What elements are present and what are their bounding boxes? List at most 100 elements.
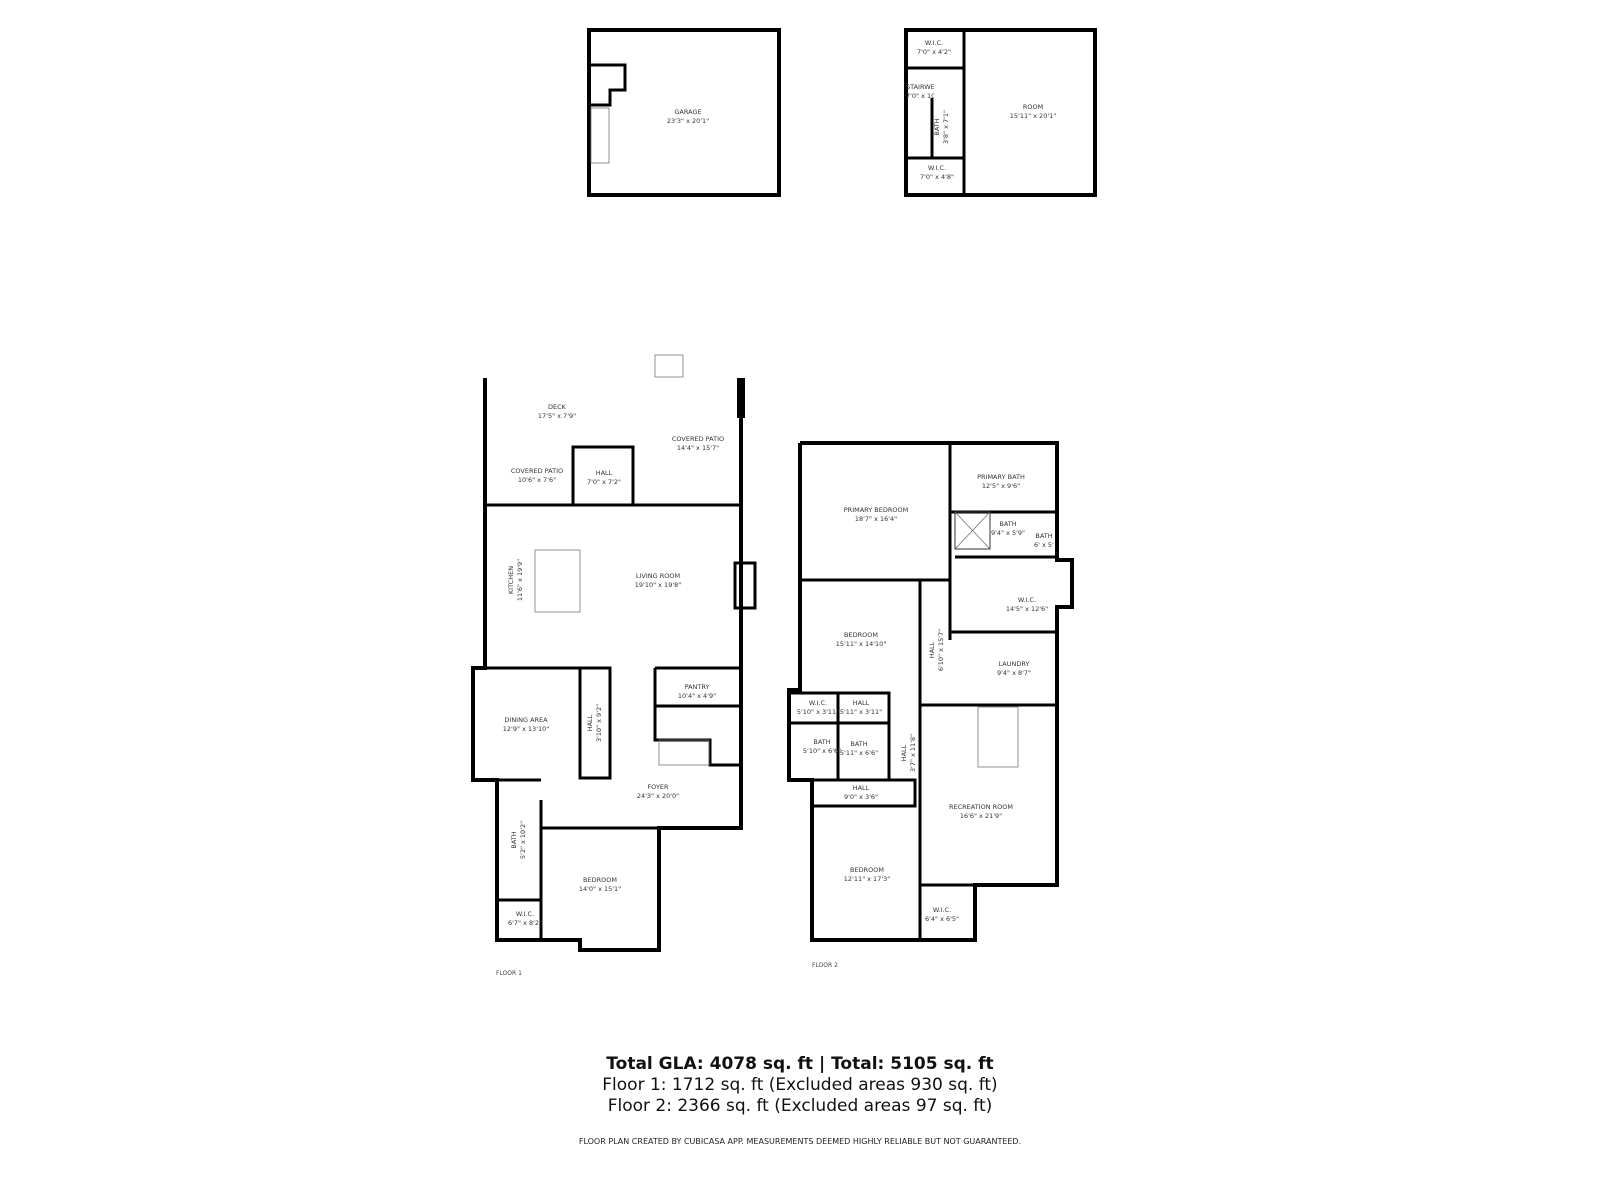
room-name: PRIMARY BEDROOM [843,506,909,514]
room-name: BEDROOM [844,631,878,639]
room-dims: 16'6" x 21'9" [959,812,1003,820]
room-name: COVERED PATIO [671,435,725,443]
room-dims: 14'4" x 15'7" [676,444,720,452]
room-name: W.I.C. [927,164,947,172]
room-label-wic: W.I.C.7'0" x 4'2" [917,39,951,57]
garage-utility-wall [589,63,627,107]
room-dims: 7'0" x 4'8" [919,173,955,181]
room-name: BEDROOM [850,866,884,874]
walls [471,28,1097,952]
room-name: BATH [1035,532,1053,540]
room-dims: 6'10" x 15'7" [937,628,945,672]
area-summary: Total GLA: 4078 sq. ft | Total: 5105 sq.… [0,1053,1600,1117]
room-name: W.I.C. [924,39,944,47]
room-dims: 19'10" x 19'8" [634,581,682,589]
room-dims: 14'0" x 15'1" [578,885,622,893]
room-label-stairwell: STAIRWELL7'0" x 10' [906,83,934,101]
room-name: DINING AREA [504,716,548,724]
room-dims: 12'5" x 9'6" [981,482,1021,490]
room-dims: 5'10" x 6'6" [802,747,842,755]
room-dims: 3'8" x 7'1" [942,109,950,145]
room-dims: 6'7" x 8'2" [507,919,543,927]
room-dims: 15'11" x 14'10" [835,640,887,648]
room-dims: 9'0" x 3'6" [843,793,879,801]
room-name: GARAGE [674,108,702,116]
stairs [534,107,1019,768]
floor2-label: FLOOR 2 [812,962,838,969]
room-name: PRIMARY BATH [977,473,1025,481]
room-name: STAIRWELL [906,83,934,91]
room-name: DECK [548,403,566,411]
upper-room-walls [904,28,1097,197]
room-name: LAUNDRY [998,660,1030,668]
room-name: W.I.C. [1017,596,1037,604]
room-name: FOYER [647,783,669,791]
room-name: BATH [933,118,941,136]
room-dims: 3'7" x 11'8" [909,733,917,773]
room-name: RECREATION ROOM [948,803,1014,811]
room-name: LIVING ROOM [635,572,681,580]
total-area: Total GLA: 4078 sq. ft | Total: 5105 sq.… [606,1054,994,1074]
floor2-area: Floor 2: 2366 sq. ft (Excluded areas 97 … [607,1096,993,1116]
room-dims: 7'0" x 7'2" [586,478,622,486]
room-dims: 7'0" x 4'2" [916,48,952,56]
room-name: COVERED PATIO [510,467,564,475]
room-name: BATH [813,738,831,746]
room-dims: 9'4" x 5'9" [990,529,1026,537]
room-name: PANTRY [684,683,710,691]
room-dims: 5'11" x 6'6" [839,749,879,757]
room-dims: 18'7" x 16'4" [854,515,898,523]
room-dims: 17'5" x 7'9" [537,412,577,420]
room-name: HALL [852,784,870,792]
room-name: HALL [900,744,908,762]
garage-walls [587,28,781,197]
room-dims: 7'0" x 10' [906,92,934,100]
room-dims: 6'4" x 6'5" [924,915,960,923]
room-name: W.I.C. [932,906,952,914]
room-dims: 10'6" x 7'6" [517,476,557,484]
room-dims: 5'2" x 10'2" [519,820,527,860]
room-label-wic: W.I.C.5'10" x 3'11" [797,699,839,717]
room-name: KITCHEN [507,565,515,595]
room-dims: 9'4" x 8'7" [996,669,1032,677]
room-dims: 3'10" x 9'2" [595,703,603,743]
room-name: HALL [928,641,936,659]
room-name: BATH [510,831,518,849]
room-dims: 11'6" x 19'9" [516,558,524,602]
room-name: HALL [852,699,870,707]
floor1-outline [471,378,743,952]
room-name: HALL [586,714,594,732]
room-name: BEDROOM [583,876,617,884]
room-dims: 24'3" x 20'0" [636,792,680,800]
room-dims: 23'3" x 20'1" [666,117,710,125]
room-name: HALL [595,469,613,477]
room-name: W.I.C. [808,699,828,707]
floor1-label: FLOOR 1 [496,970,522,977]
room-name: ROOM [1022,103,1044,111]
